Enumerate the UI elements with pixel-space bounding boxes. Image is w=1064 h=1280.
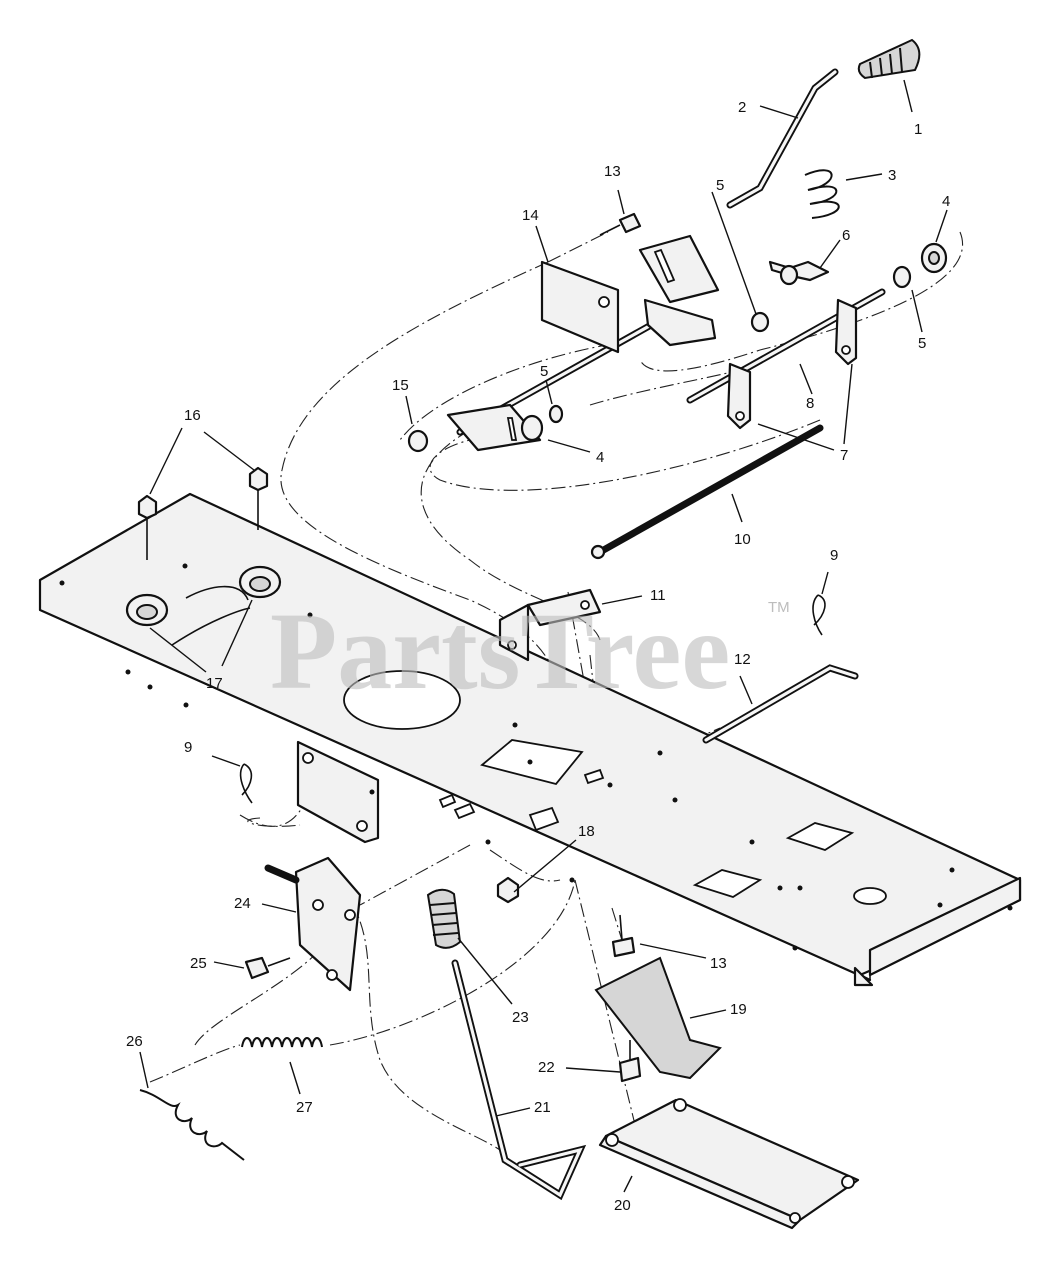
plate-19 xyxy=(594,956,722,1080)
callout-9-left: 9 xyxy=(184,739,192,756)
callout-1: 1 xyxy=(914,121,922,138)
callout-9-right: 9 xyxy=(830,547,838,564)
callout-6: 6 xyxy=(842,227,850,244)
callout-13-upper: 13 xyxy=(604,163,621,180)
callout-5-top: 5 xyxy=(716,177,724,194)
callout-12: 12 xyxy=(734,651,751,668)
grip-23 xyxy=(426,888,462,949)
callout-4-lower: 4 xyxy=(596,449,604,466)
frame-side-plate xyxy=(296,740,380,844)
callout-10: 10 xyxy=(734,531,751,548)
bolt-22 xyxy=(618,1040,642,1083)
rod-12 xyxy=(702,664,859,744)
callout-22: 22 xyxy=(538,1059,555,1076)
callout-5-right: 5 xyxy=(918,335,926,352)
watermark-trademark: TM xyxy=(768,599,790,616)
callout-27: 27 xyxy=(296,1099,313,1116)
studs-and-nuts xyxy=(125,466,282,627)
return-spring-3 xyxy=(804,169,840,219)
callouts: 1 2 3 4 4 5 5 5 6 7 7 8 9 9 10 11 12 13 … xyxy=(126,99,950,1214)
callout-11: 11 xyxy=(650,587,666,604)
spring-27 xyxy=(241,1037,323,1048)
watermark-text: PartsTree xyxy=(270,590,730,712)
callout-4-upper: 4 xyxy=(942,193,950,210)
callout-18: 18 xyxy=(578,823,595,840)
spring-26 xyxy=(139,1089,245,1161)
callout-23: 23 xyxy=(512,1009,529,1026)
callout-5-left: 5 xyxy=(540,363,548,380)
callout-15: 15 xyxy=(392,377,409,394)
watermark: PartsTree TM xyxy=(270,590,790,712)
callout-19: 19 xyxy=(730,1001,747,1018)
nut-18 xyxy=(496,876,520,904)
hairpin-clip-9-right xyxy=(812,594,826,636)
callout-16: 16 xyxy=(184,407,201,424)
cross-shaft xyxy=(686,242,948,430)
callout-13-lower: 13 xyxy=(710,955,727,972)
frame-center-hole xyxy=(343,670,461,730)
hairpin-clip-9-left xyxy=(239,763,253,804)
frame xyxy=(38,492,1022,987)
lever-rod-21 xyxy=(451,959,587,1201)
callout-8: 8 xyxy=(806,395,814,412)
leader-lines xyxy=(139,79,948,1193)
bolt-13-lower xyxy=(611,914,636,958)
bolt-13-upper xyxy=(599,212,642,236)
callout-26: 26 xyxy=(126,1033,143,1050)
bolt-25 xyxy=(244,956,291,980)
rod-10 xyxy=(590,424,824,560)
callout-21: 21 xyxy=(534,1099,551,1116)
callout-7-lower: 7 xyxy=(840,447,848,464)
callout-24: 24 xyxy=(234,895,251,912)
callout-17: 17 xyxy=(206,675,223,692)
bracket-20 xyxy=(598,1098,860,1230)
bracket-11 xyxy=(498,588,602,662)
callout-20: 20 xyxy=(614,1197,631,1214)
callout-2: 2 xyxy=(738,99,746,116)
bracket-24 xyxy=(264,856,362,992)
callout-3: 3 xyxy=(888,167,896,184)
pedal-rod xyxy=(726,38,921,209)
callout-25: 25 xyxy=(190,955,207,972)
callout-14: 14 xyxy=(522,207,539,224)
pedal-shaft-assembly xyxy=(407,234,830,453)
